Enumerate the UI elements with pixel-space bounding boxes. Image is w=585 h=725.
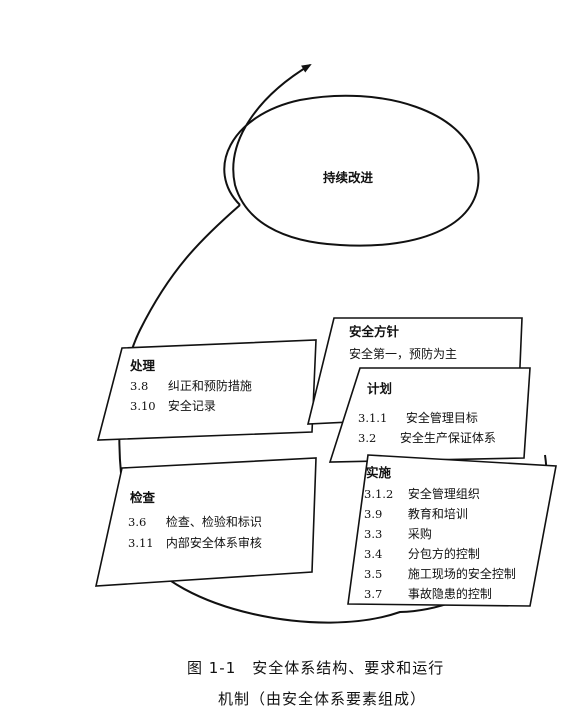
item-number: 3.6 [128,515,147,529]
item-number: 3.11 [128,536,154,550]
shishi-title: 实施 [366,465,392,480]
item-text: 施工现场的安全控制 [407,567,516,581]
figure-caption-line2: 机制（由安全体系要素组成） [218,690,427,708]
chuli-title: 处理 [130,358,156,373]
box-shishi [347,454,557,607]
item-text: 分包方的控制 [407,547,480,561]
item-number: 3.5 [364,567,383,581]
item-number: 3.10 [130,399,156,413]
jiancha-title: 检查 [130,490,156,505]
jihua-item: 3.1.1 安全管理目标 [358,412,478,425]
shishi-item: 3.4 分包方的控制 [364,548,480,561]
item-text: 安全记录 [167,399,216,413]
improvement-spiral [223,63,480,247]
item-number: 3.4 [364,547,383,561]
shishi-item: 3.7 事故隐患的控制 [364,588,492,601]
center-label: 持续改进 [323,170,374,185]
item-text: 事故隐患的控制 [407,587,492,601]
item-text: 安全管理组织 [407,487,480,501]
item-number: 3.2 [358,431,377,445]
item-text: 检查、检验和标识 [165,515,262,529]
figure-caption-line1: 图 1-1 安全体系结构、要求和运行 [187,659,445,677]
jiancha-item: 3.6 检查、检验和标识 [128,516,262,529]
item-text: 安全管理目标 [405,411,478,425]
jihua-title: 计划 [367,381,393,396]
item-number: 3.8 [130,379,149,393]
item-number: 3.7 [364,587,383,601]
shishi-item: 3.3 采购 [364,528,432,541]
box-chuli [96,339,317,441]
item-text: 教育和培训 [407,507,468,521]
jihua-item: 3.2 安全生产保证体系 [358,432,496,445]
fangzhen-subtitle: 安全第一，预防为主 [349,347,458,361]
item-text: 安全生产保证体系 [399,431,496,445]
shishi-item: 3.5 施工现场的安全控制 [364,568,516,581]
item-number: 3.9 [364,507,383,521]
box-jiancha [94,457,317,587]
chuli-item: 3.10 安全记录 [130,400,216,413]
item-number: 3.1.2 [364,487,394,501]
box-jihua [328,367,531,463]
item-text: 采购 [407,527,432,541]
jiancha-item: 3.11 内部安全体系审核 [128,537,262,550]
shishi-item: 3.1.2 安全管理组织 [364,488,480,501]
item-text: 内部安全体系审核 [165,536,262,550]
chuli-item: 3.8 纠正和预防措施 [130,380,252,393]
item-text: 纠正和预防措施 [167,379,252,393]
item-number: 3.1.1 [358,411,388,425]
item-number: 3.3 [364,527,383,541]
fangzhen-title: 安全方针 [349,324,400,339]
shishi-item: 3.9 教育和培训 [364,508,468,521]
